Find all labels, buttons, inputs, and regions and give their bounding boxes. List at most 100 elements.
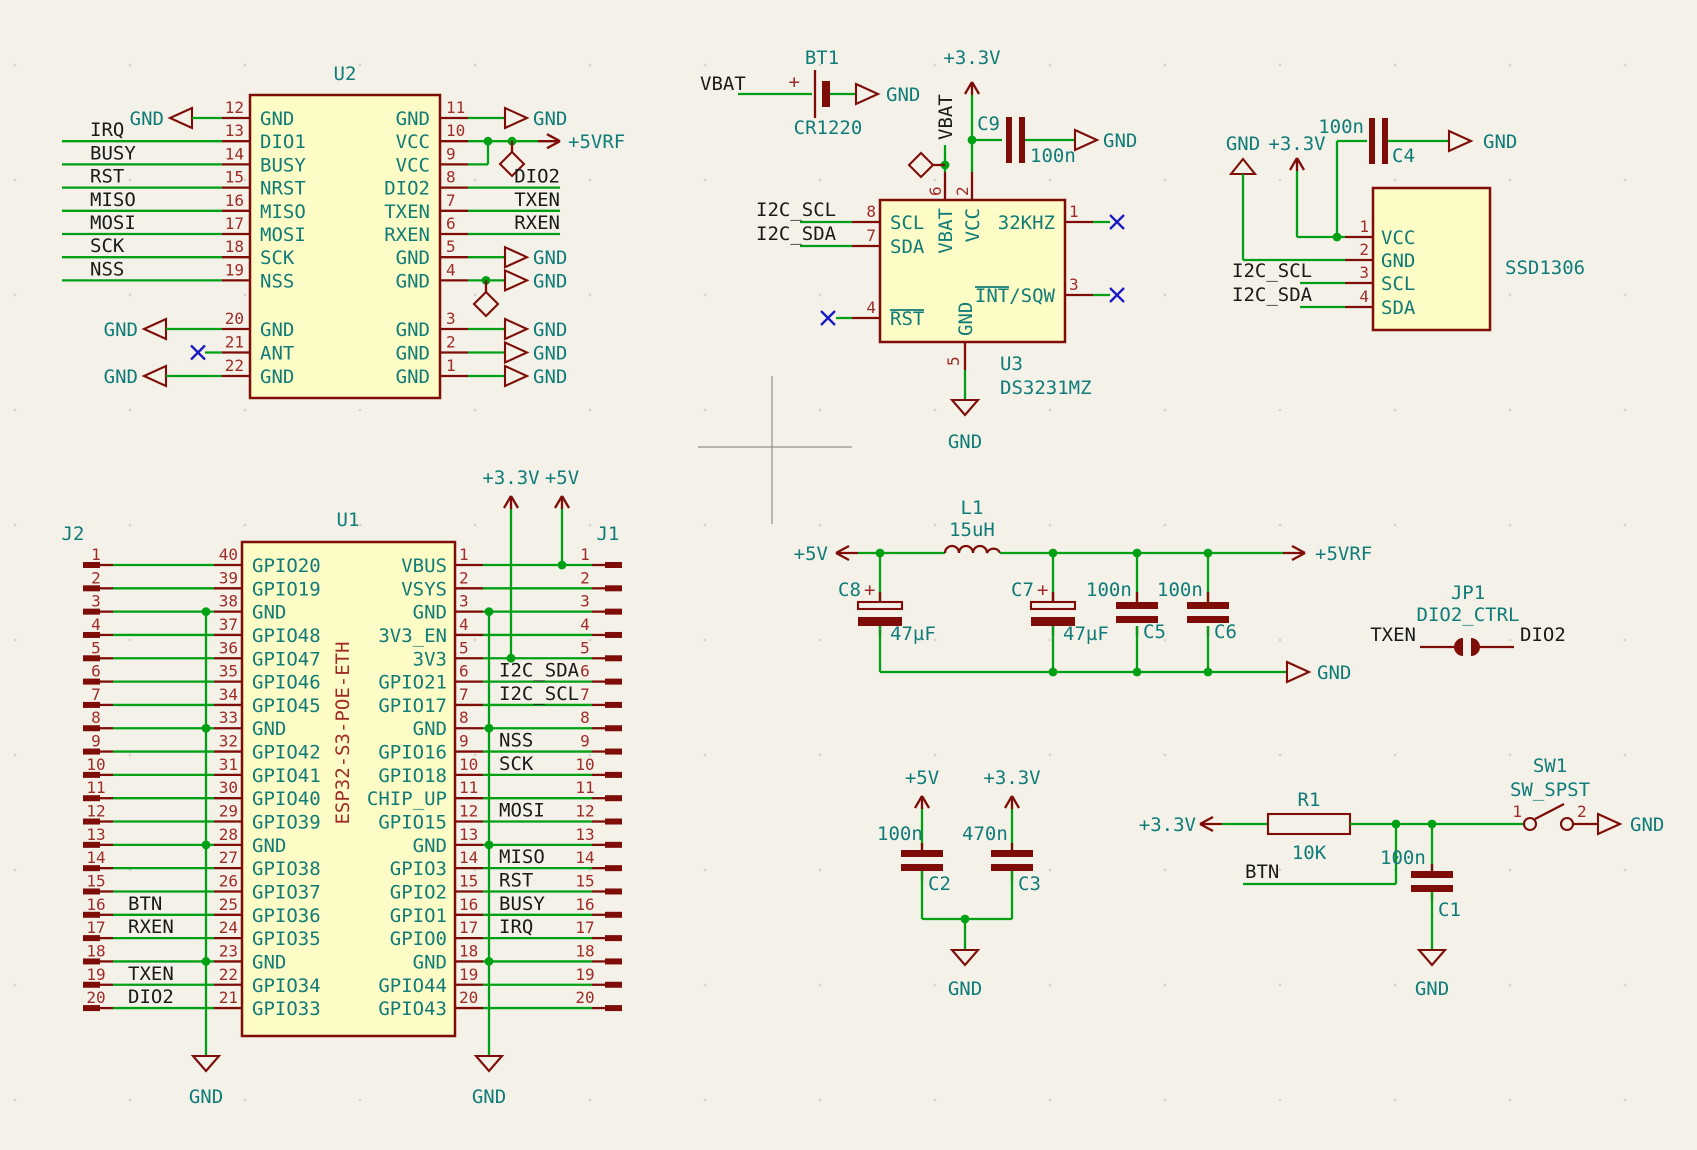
j1-pad[interactable] (605, 795, 622, 802)
pin-name[interactable]: GPIO3 (390, 858, 447, 880)
pin-name[interactable]: SCL (890, 212, 924, 234)
gnd-label[interactable]: GND (948, 978, 982, 1000)
junction-dot[interactable] (201, 957, 211, 966)
j2-pad[interactable] (83, 935, 100, 942)
connector-ref-j1[interactable]: J1 (597, 523, 620, 545)
power-arrow-icon[interactable] (510, 495, 519, 509)
j1-pad[interactable] (605, 1005, 622, 1012)
cap-plate[interactable] (1187, 616, 1229, 623)
pin-number[interactable]: 5 (446, 237, 456, 256)
global-label-arrow-icon[interactable] (167, 106, 194, 130)
pin-name[interactable]: GPIO39 (252, 812, 321, 834)
pin-name[interactable]: DIO2 (384, 178, 430, 200)
junction-dot[interactable] (484, 840, 494, 850)
net-label[interactable]: DIO2 (1520, 624, 1566, 646)
pin-name[interactable]: GPIO34 (252, 975, 321, 997)
pin-number[interactable]: 14 (459, 848, 478, 867)
pin-number[interactable]: 40 (219, 545, 238, 564)
pin-name[interactable]: 3V3 (413, 648, 447, 670)
net-gnd-label[interactable]: GND (533, 247, 567, 269)
j2-pad[interactable] (83, 981, 100, 988)
pin-name[interactable]: GPIO1 (390, 905, 447, 927)
pin-number[interactable]: 39 (219, 568, 238, 587)
global-label-arrow-icon[interactable] (1447, 129, 1474, 153)
connector-ref-j2[interactable]: J2 (62, 523, 85, 545)
j2-pad[interactable] (83, 1005, 100, 1012)
net-gnd-label[interactable]: GND (886, 84, 920, 106)
pin-name[interactable]: NSS (260, 270, 294, 292)
pin-name[interactable]: GPIO0 (390, 928, 447, 950)
j2-pad[interactable] (83, 608, 100, 615)
pin-name[interactable]: GND (396, 366, 430, 388)
gnd-label[interactable]: GND (472, 1086, 506, 1108)
pin-number[interactable]: 6 (459, 662, 469, 681)
pin-number[interactable]: 16 (459, 895, 478, 914)
pin-number[interactable]: 2 (446, 333, 456, 352)
pin-number[interactable]: 34 (219, 685, 238, 704)
gnd-label[interactable]: GND (948, 431, 982, 453)
pin-number[interactable]: 1 (459, 545, 469, 564)
pin-name[interactable]: 3V3_EN (378, 625, 447, 647)
power-arrow-icon[interactable] (1011, 795, 1020, 809)
cap-plate[interactable] (991, 864, 1033, 871)
pin-name[interactable]: GPIO20 (252, 555, 321, 577)
j1-pin-number[interactable]: 5 (580, 638, 590, 657)
u2-body[interactable] (248, 93, 442, 400)
j1-pad[interactable] (605, 888, 622, 895)
cap-plate[interactable] (1116, 602, 1158, 609)
net-label[interactable]: RXEN (128, 916, 174, 938)
j2-pad[interactable] (83, 725, 100, 732)
pin-number[interactable]: 28 (219, 825, 238, 844)
pin-number[interactable]: 4 (446, 260, 456, 279)
j2-pad[interactable] (83, 841, 100, 848)
cap-plate[interactable] (856, 600, 904, 611)
net-gnd-label[interactable]: GND (104, 319, 138, 341)
junction-dot[interactable] (1132, 667, 1142, 677)
pin-number[interactable]: 31 (219, 755, 238, 774)
gnd-symbol-icon[interactable] (473, 1054, 505, 1073)
gnd-symbol-icon[interactable] (1228, 157, 1258, 176)
pin-number[interactable]: 22 (219, 965, 238, 984)
global-label-arrow-icon[interactable] (503, 340, 530, 365)
pin-number[interactable]: 4 (1359, 287, 1369, 306)
pin-number[interactable]: 22 (225, 356, 244, 375)
component-value[interactable]: DS3231MZ (1000, 377, 1092, 399)
cap-plate[interactable] (901, 850, 943, 857)
cap-plus-icon[interactable]: + (864, 579, 875, 601)
jumper-pad-icon[interactable] (1471, 638, 1480, 656)
power-arrow-icon[interactable] (1291, 544, 1306, 555)
j2-pad[interactable] (83, 958, 100, 965)
pin-name[interactable]: GPIO2 (390, 881, 447, 903)
j1-pad[interactable] (605, 562, 622, 568)
component-ref[interactable]: U1 (337, 509, 360, 531)
net-gnd-label[interactable]: GND (130, 108, 164, 130)
pin-number[interactable]: 1 (1359, 217, 1369, 236)
filter-l1[interactable]: +5VL115uH+5VRFC8+47µFC7+47µF100nC5100nC6… (794, 497, 1373, 684)
pin-name[interactable]: GND (252, 835, 286, 857)
power-arrow-icon[interactable] (503, 495, 512, 509)
j1-pad[interactable] (605, 585, 622, 592)
net-label[interactable]: RXEN (514, 212, 560, 234)
component-ref-c9[interactable]: C9 (977, 113, 1000, 135)
pin-name[interactable]: ANT (260, 343, 294, 365)
pin-number[interactable]: 25 (219, 895, 238, 914)
switch-contact-icon[interactable] (1559, 816, 1575, 832)
j1-pin-number[interactable]: 12 (575, 802, 594, 821)
jumper-pad-icon[interactable] (1454, 638, 1463, 656)
pin-number[interactable]: 14 (225, 144, 244, 163)
j1-pin-number[interactable]: 19 (575, 965, 594, 984)
net-gnd-label[interactable]: GND (533, 343, 567, 365)
pin-name[interactable]: GND (252, 718, 286, 740)
power-arrow-icon[interactable] (1296, 157, 1305, 171)
pin-number[interactable]: 26 (219, 871, 238, 890)
j1-pin-number[interactable]: 10 (575, 755, 594, 774)
pin-number[interactable]: 6 (926, 186, 945, 196)
gnd-label[interactable]: GND (189, 1086, 223, 1108)
power-net-label[interactable]: +3.3V (1139, 814, 1196, 836)
global-label-arrow-icon[interactable] (1073, 128, 1100, 152)
pin-name[interactable]: GPIO44 (378, 975, 447, 997)
j2-pin-number[interactable]: 15 (86, 871, 105, 890)
component-ref[interactable]: U2 (334, 63, 357, 85)
